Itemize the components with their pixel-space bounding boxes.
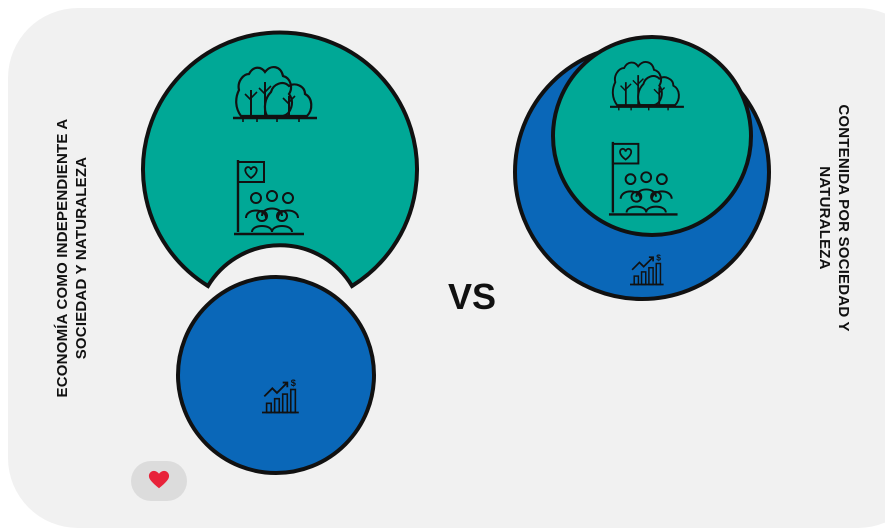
nature-inner-circle xyxy=(551,35,753,237)
like-button[interactable] xyxy=(131,461,187,501)
vs-label: VS xyxy=(448,276,497,317)
economy-circle xyxy=(176,275,376,475)
comparison-diagram: $ xyxy=(141,30,771,475)
nature-society-shape xyxy=(141,30,419,289)
heart-icon xyxy=(148,470,170,489)
